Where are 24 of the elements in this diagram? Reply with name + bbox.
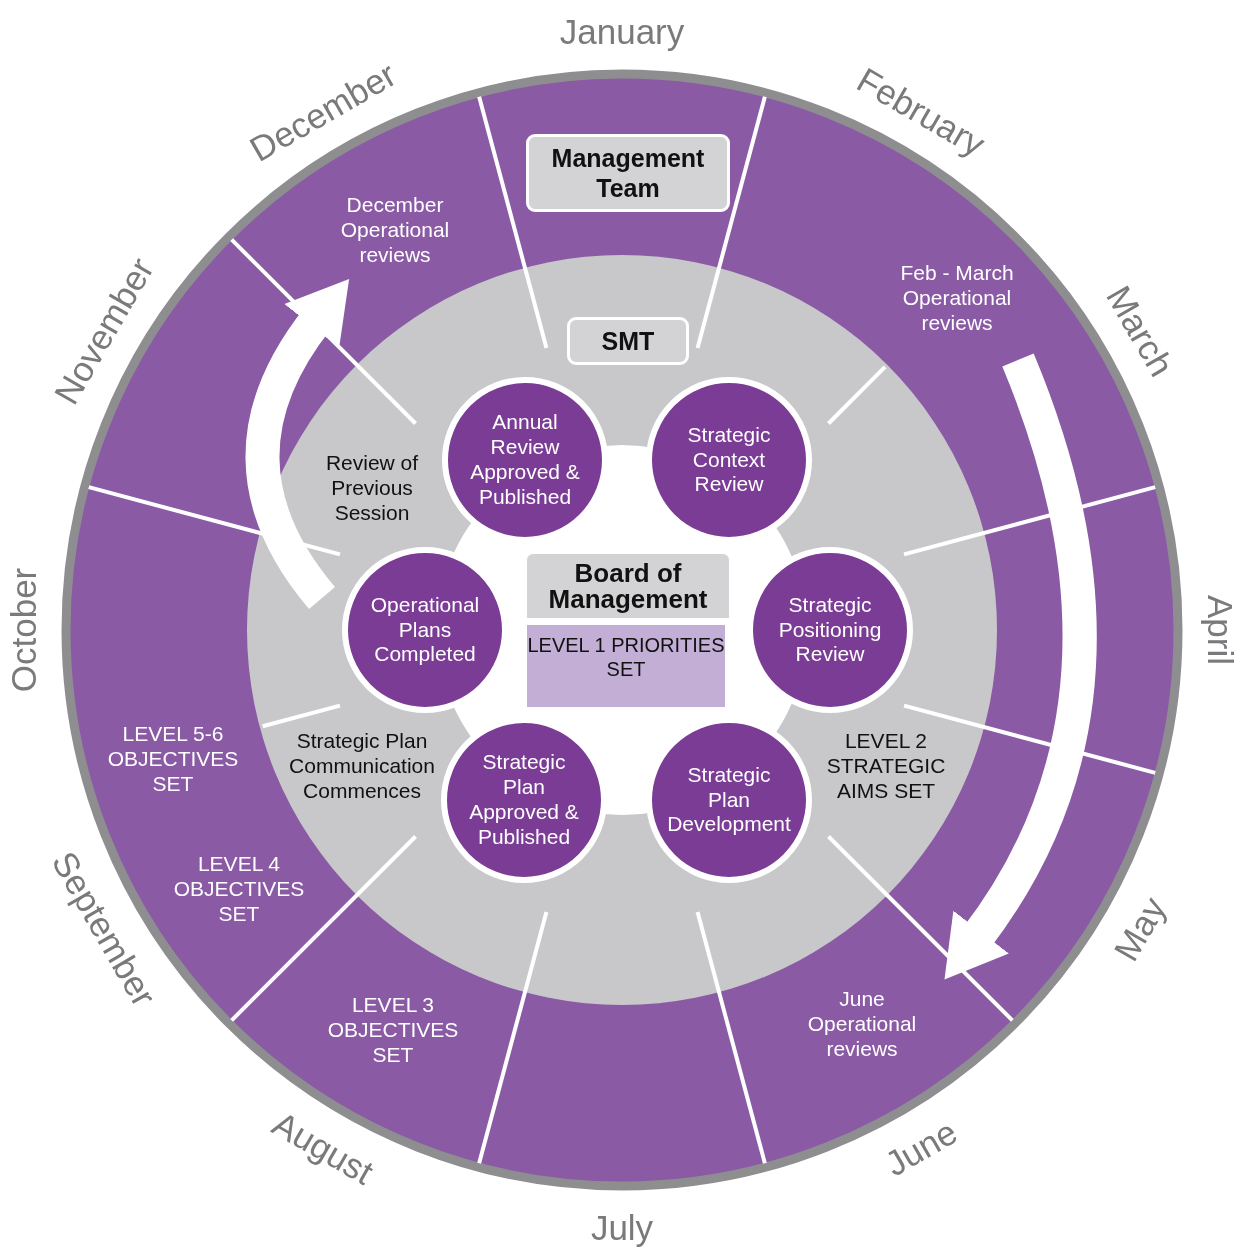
- month-label: January: [559, 11, 685, 53]
- stage-label: LEVEL 2 STRATEGIC AIMS SET: [825, 728, 947, 804]
- stage-label: LEVEL 4 OBJECTIVES SET: [172, 851, 306, 927]
- process-circle: Strategic Plan Development: [646, 717, 812, 883]
- month-label: April: [1200, 595, 1241, 665]
- stage-label: December Operational reviews: [339, 192, 451, 268]
- priorities-box: LEVEL 1 PRIORITIES SET: [527, 625, 725, 707]
- process-circle: Strategic Positioning Review: [747, 547, 913, 713]
- role-box: SMT: [567, 317, 689, 365]
- stage-label: Review of Previous Session: [324, 450, 420, 526]
- month-label: October: [3, 567, 44, 693]
- stage-label: LEVEL 5-6 OBJECTIVES SET: [106, 721, 240, 797]
- month-label: June: [877, 1110, 965, 1186]
- process-circle: Annual Review Approved & Published: [442, 377, 608, 543]
- stage-label: Feb - March Operational reviews: [899, 260, 1015, 336]
- stage-label: Strategic Plan Communication Commences: [288, 728, 436, 804]
- process-circle: Strategic Context Review: [646, 377, 812, 543]
- role-box: Board of Management: [527, 554, 729, 618]
- process-circle: Operational Plans Completed: [342, 547, 508, 713]
- stage-label: June Operational reviews: [806, 986, 918, 1062]
- stage-label: LEVEL 3 OBJECTIVES SET: [326, 992, 460, 1068]
- role-box: Management Team: [526, 134, 730, 212]
- process-circle: Strategic Plan Approved & Published: [441, 717, 607, 883]
- month-label: July: [590, 1207, 654, 1247]
